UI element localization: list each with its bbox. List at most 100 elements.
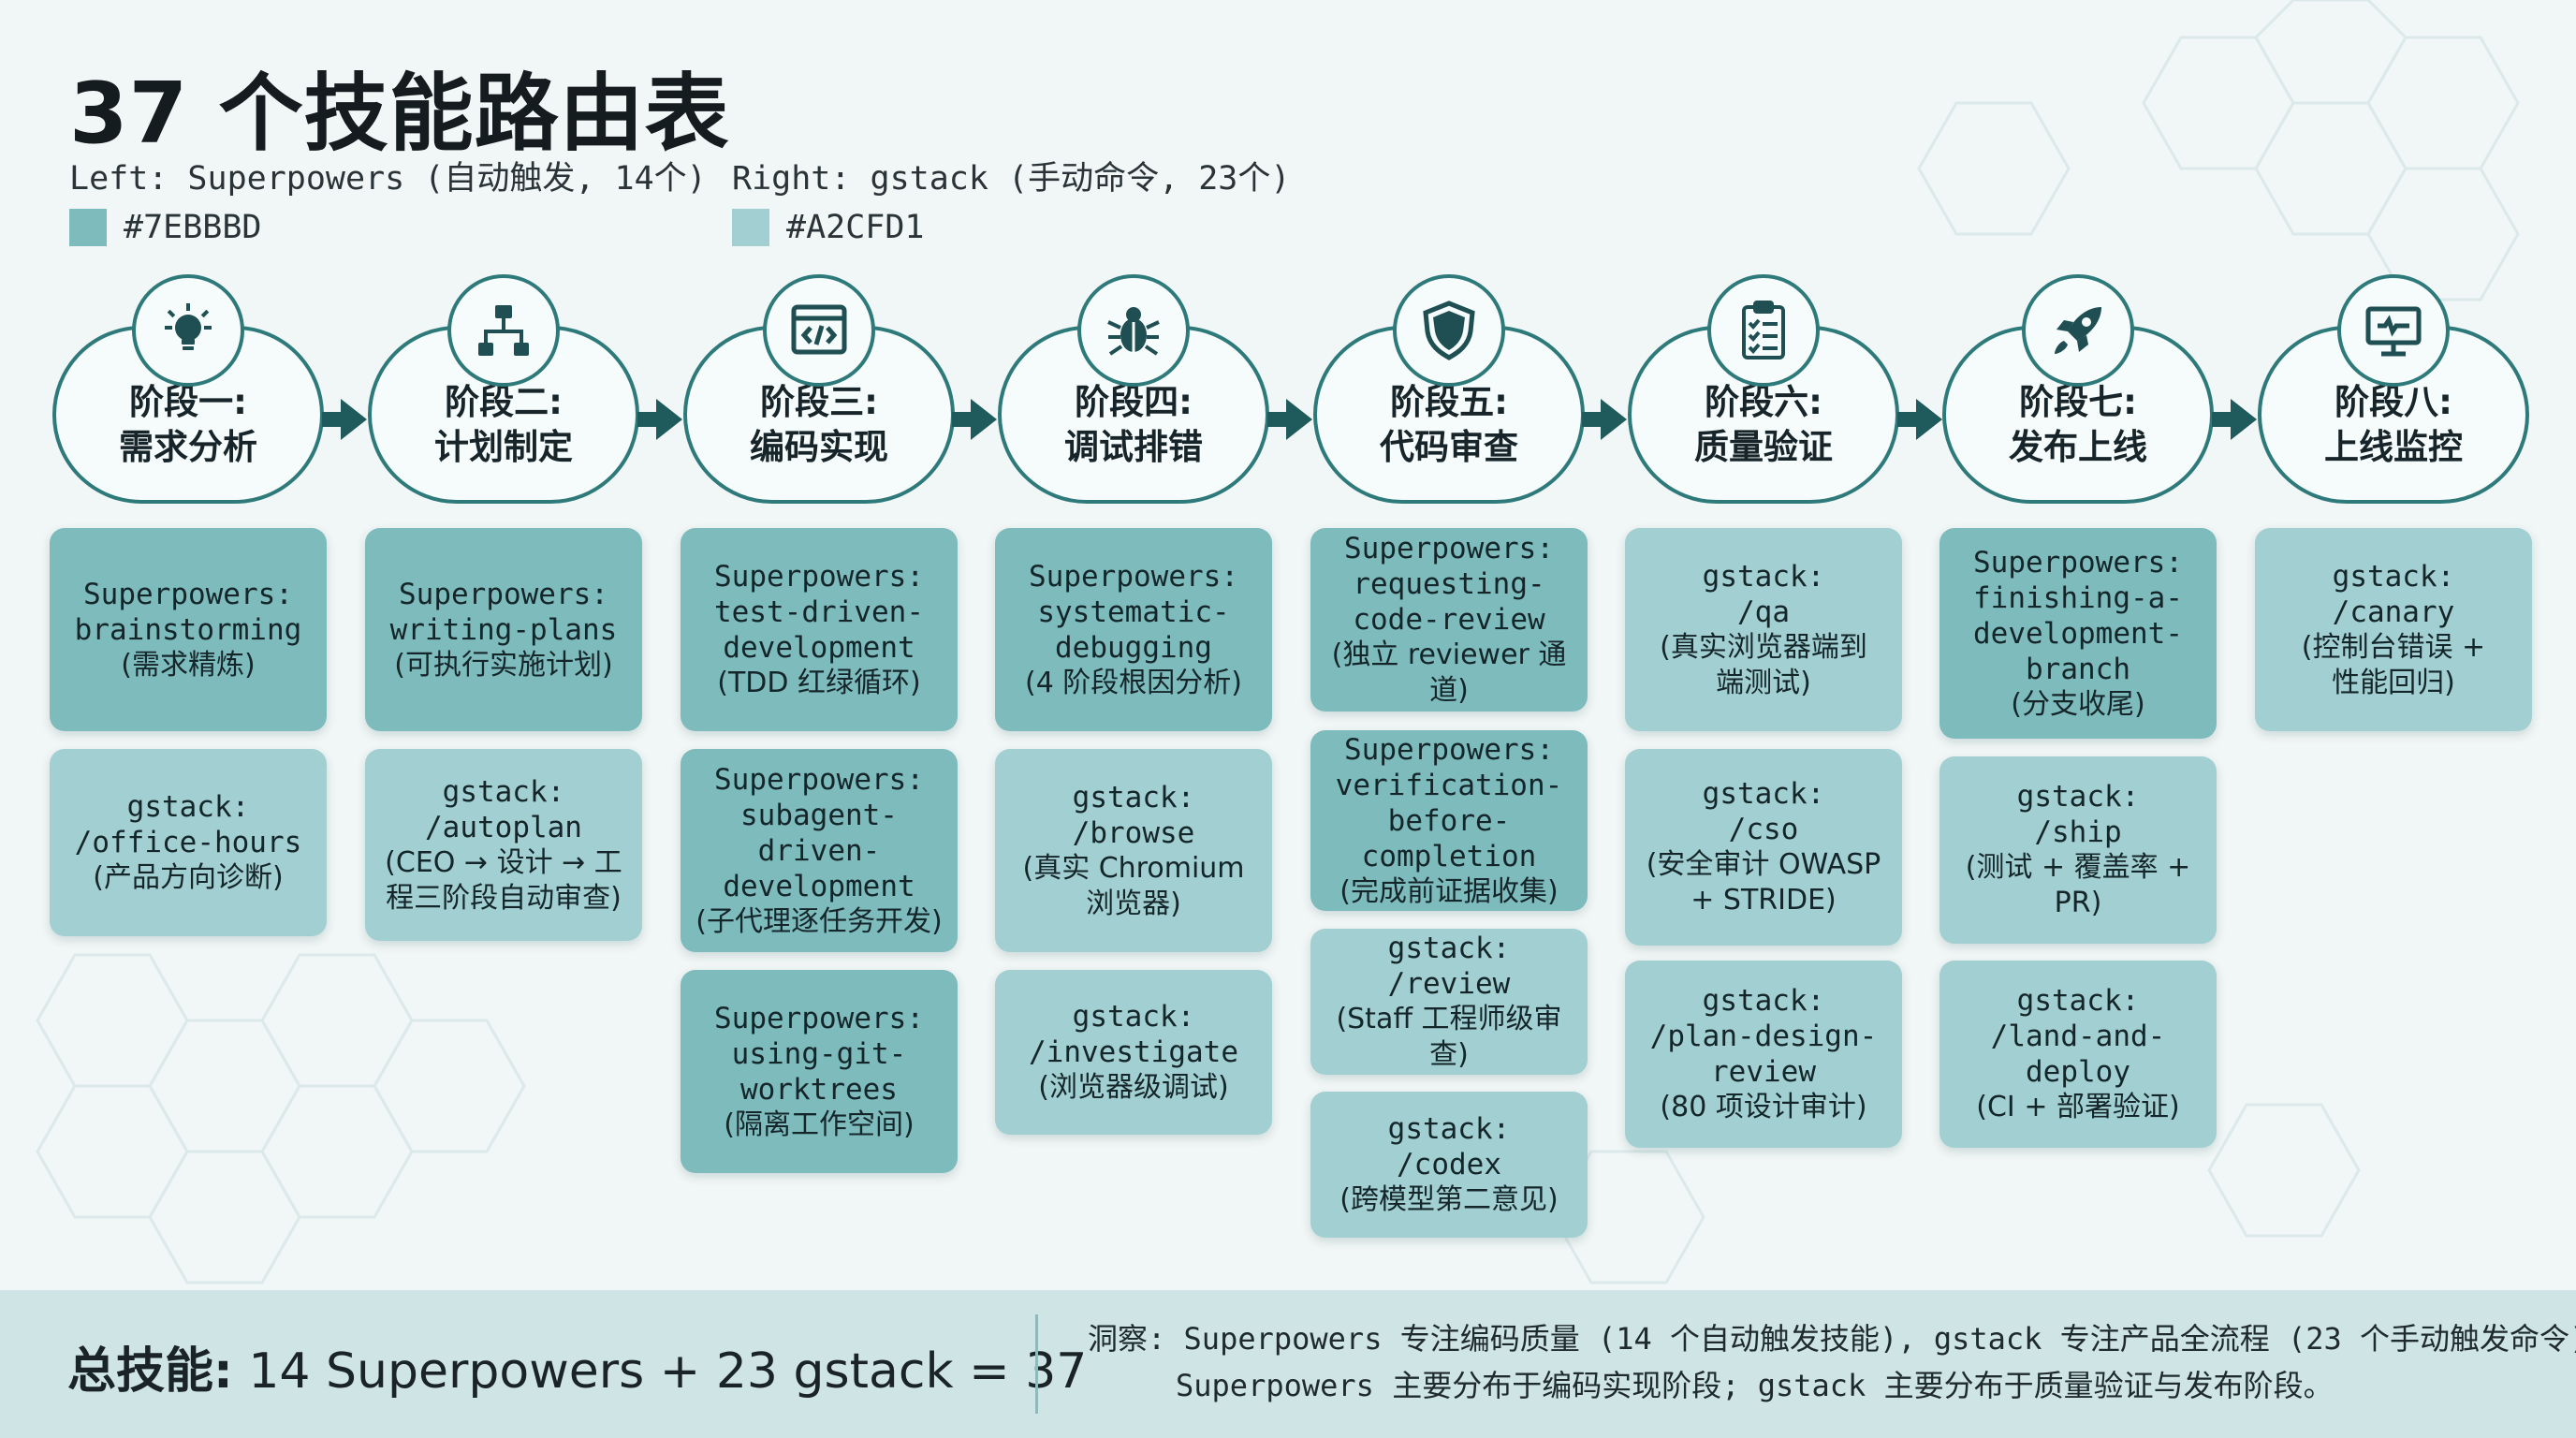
arrow-right-icon bbox=[1582, 399, 1627, 440]
total-skills: 总技能: 14 Superpowers + 23 gstack = 37 bbox=[67, 1331, 1087, 1401]
skill-card-desc: (子代理逐任务开发) bbox=[695, 904, 943, 938]
skill-card-desc: (隔离工作空间) bbox=[724, 1108, 915, 1141]
skill-card-writing-plans: Superpowers: writing-plans(可执行实施计划) bbox=[365, 528, 642, 731]
stage-1: 阶段一:需求分析 bbox=[52, 326, 324, 504]
legend-gstack-swatch bbox=[732, 209, 769, 246]
skill-card-desc: (产品方向诊断) bbox=[93, 861, 284, 894]
skill-card-code: gstack: /investigate bbox=[1029, 1000, 1238, 1069]
flowchart-icon bbox=[447, 274, 560, 387]
legend-superpowers-label: Left: Superpowers (自动触发, 14个) bbox=[69, 160, 707, 198]
skill-card-verification-before-completion: Superpowers: verification- before-comple… bbox=[1310, 730, 1588, 911]
skill-card-desc: (真实浏览器端到 端测试) bbox=[1660, 630, 1867, 699]
insight-text: 洞察: Superpowers 专注编码质量 (14 个自动触发技能), gst… bbox=[1088, 1315, 2576, 1409]
skill-card-review: gstack: /review(Staff 工程师级审查) bbox=[1310, 929, 1588, 1075]
legend-superpowers: Left: Superpowers (自动触发, 14个) #7EBBBD bbox=[69, 152, 707, 246]
arrow-right-icon bbox=[952, 399, 997, 440]
skill-card-code: gstack: /plan-design- review bbox=[1649, 984, 1878, 1089]
skill-card-using-git-worktrees: Superpowers: using-git- worktrees(隔离工作空间… bbox=[681, 970, 958, 1173]
skill-card-desc: (CI + 部署验证) bbox=[1976, 1091, 2180, 1123]
stage-8-number: 阶段八: bbox=[2334, 382, 2452, 422]
arrow-right-icon bbox=[1267, 399, 1312, 440]
skill-card-qa: gstack: /qa(真实浏览器端到 端测试) bbox=[1625, 528, 1902, 731]
skill-card-systematic-debugging: Superpowers: systematic- debugging(4 阶段根… bbox=[995, 528, 1272, 731]
insight-line-1: 洞察: Superpowers 专注编码质量 (14 个自动触发技能), gst… bbox=[1088, 1321, 2576, 1357]
stage-7-number: 阶段七: bbox=[2019, 382, 2137, 422]
stage-3-name: 编码实现 bbox=[750, 427, 888, 467]
skill-card-desc: (浏览器级调试) bbox=[1038, 1071, 1229, 1104]
skill-card-canary: gstack: /canary(控制台错误 + 性能回归) bbox=[2255, 528, 2532, 731]
skill-card-desc: (分支收尾) bbox=[2011, 687, 2145, 721]
skill-card-code: gstack: /qa bbox=[1702, 559, 1825, 629]
skill-card-code: Superpowers: finishing-a- development- b… bbox=[1973, 545, 2183, 686]
total-skills-label: 总技能: bbox=[67, 1343, 233, 1400]
stage-6-number: 阶段六: bbox=[1705, 382, 1822, 422]
skill-card-cso: gstack: /cso(安全审计 OWASP + STRIDE) bbox=[1625, 749, 1902, 946]
stage-2-number: 阶段二: bbox=[445, 382, 563, 422]
skill-card-desc: (独立 reviewer 通道) bbox=[1331, 638, 1567, 707]
skill-card-code: Superpowers: using-git- worktrees bbox=[714, 1001, 924, 1107]
skill-card-browse: gstack: /browse(真实 Chromium 浏览器) bbox=[995, 749, 1272, 952]
skill-card-test-driven-development: Superpowers: test-driven- development(TD… bbox=[681, 528, 958, 731]
skill-card-requesting-code-review: Superpowers: requesting- code-review(独立 … bbox=[1310, 528, 1588, 712]
skill-card-desc: (真实 Chromium 浏览器) bbox=[1022, 851, 1245, 920]
total-skills-value: 14 Superpowers + 23 gstack = 37 bbox=[248, 1343, 1088, 1400]
skill-card-autoplan: gstack: /autoplan(CEO → 设计 → 工 程三阶段自动审查) bbox=[365, 749, 642, 941]
stage-5-number: 阶段五: bbox=[1390, 382, 1508, 422]
skill-card-desc: (安全审计 OWASP + STRIDE) bbox=[1646, 848, 1881, 917]
shield-icon bbox=[1393, 274, 1505, 387]
skill-card-code: Superpowers: requesting- code-review bbox=[1344, 532, 1554, 637]
arrow-right-icon bbox=[637, 399, 682, 440]
stage-6-name: 质量验证 bbox=[1694, 427, 1833, 467]
skill-card-code: gstack: /autoplan bbox=[425, 774, 582, 844]
clipboard-checklist-icon bbox=[1707, 274, 1820, 387]
skill-card-desc: (可执行实施计划) bbox=[394, 648, 613, 682]
skill-card-codex: gstack: /codex(跨模型第二意见) bbox=[1310, 1092, 1588, 1238]
skill-card-code: Superpowers: verification- before-comple… bbox=[1335, 732, 1563, 873]
skill-card-ship: gstack: /ship(测试 + 覆盖率 + PR) bbox=[1939, 756, 2217, 944]
skill-card-finishing-a-development-branch: Superpowers: finishing-a- development- b… bbox=[1939, 528, 2217, 739]
stage-1-number: 阶段一: bbox=[129, 382, 247, 422]
legend-gstack-hex: #A2CFD1 bbox=[786, 209, 925, 246]
stage-2-name: 计划制定 bbox=[434, 427, 573, 467]
skill-card-desc: (需求精炼) bbox=[121, 648, 256, 682]
monitor-icon bbox=[2337, 274, 2450, 387]
legend-gstack-label: Right: gstack (手动命令, 23个) bbox=[732, 160, 1291, 198]
skill-card-code: gstack: /codex bbox=[1387, 1112, 1511, 1181]
bug-icon bbox=[1077, 274, 1190, 387]
skill-card-desc: (4 阶段根因分析) bbox=[1024, 666, 1243, 699]
skill-card-desc: (测试 + 覆盖率 + PR) bbox=[1965, 851, 2191, 919]
footer-divider bbox=[1035, 1314, 1038, 1414]
stage-4-name: 调试排错 bbox=[1064, 427, 1203, 467]
stage-8: 阶段八: 上线监控 bbox=[2258, 326, 2529, 504]
legend-superpowers-hex: #7EBBBD bbox=[124, 209, 262, 246]
legend-superpowers-swatch bbox=[69, 209, 107, 246]
skill-card-code: Superpowers: test-driven- development bbox=[714, 559, 924, 665]
skill-card-desc: (80 项设计审计) bbox=[1660, 1091, 1867, 1123]
lightbulb-icon bbox=[132, 274, 244, 387]
skill-card-code: gstack: /review bbox=[1387, 932, 1511, 1001]
stage-4-number: 阶段四: bbox=[1075, 382, 1193, 422]
skill-card-investigate: gstack: /investigate(浏览器级调试) bbox=[995, 970, 1272, 1135]
skill-card-plan-design-review: gstack: /plan-design- review(80 项设计审计) bbox=[1625, 961, 1902, 1148]
skill-card-desc: (跨模型第二意见) bbox=[1339, 1183, 1559, 1216]
skill-card-code: Superpowers: subagent-driven- developmen… bbox=[714, 762, 924, 903]
skill-card-subagent-driven-development: Superpowers: subagent-driven- developmen… bbox=[681, 749, 958, 952]
skill-card-brainstorming: Superpowers: brainstorming(需求精炼) bbox=[50, 528, 327, 731]
page-title: 37 个技能路由表 bbox=[69, 65, 730, 163]
skill-card-desc: (控制台错误 + 性能回归) bbox=[2301, 630, 2486, 699]
stage-3-number: 阶段三: bbox=[760, 382, 878, 422]
arrow-right-icon bbox=[1897, 399, 1942, 440]
skill-card-desc: (完成前证据收集) bbox=[1339, 874, 1559, 908]
insight-line-2: Superpowers 主要分布于编码实现阶段; gstack 主要分布于质量验… bbox=[1176, 1368, 2334, 1403]
skill-card-desc: (TDD 红绿循环) bbox=[717, 666, 921, 699]
skill-card-desc: (CEO → 设计 → 工 程三阶段自动审查) bbox=[385, 845, 622, 915]
arrow-right-icon bbox=[322, 399, 367, 440]
skill-card-code: gstack: /land-and- deploy bbox=[1990, 984, 2166, 1089]
stage-5-name: 代码审查 bbox=[1380, 427, 1518, 467]
stage-8-name: 上线监控 bbox=[2324, 427, 2463, 467]
arrow-right-icon bbox=[2212, 399, 2257, 440]
skill-card-code: Superpowers: brainstorming bbox=[74, 577, 302, 647]
skill-card-code: gstack: /ship bbox=[2016, 780, 2140, 849]
stage-7-name: 发布上线 bbox=[2009, 427, 2147, 467]
skill-card-office-hours: gstack: /office-hours(产品方向诊断) bbox=[50, 749, 327, 936]
